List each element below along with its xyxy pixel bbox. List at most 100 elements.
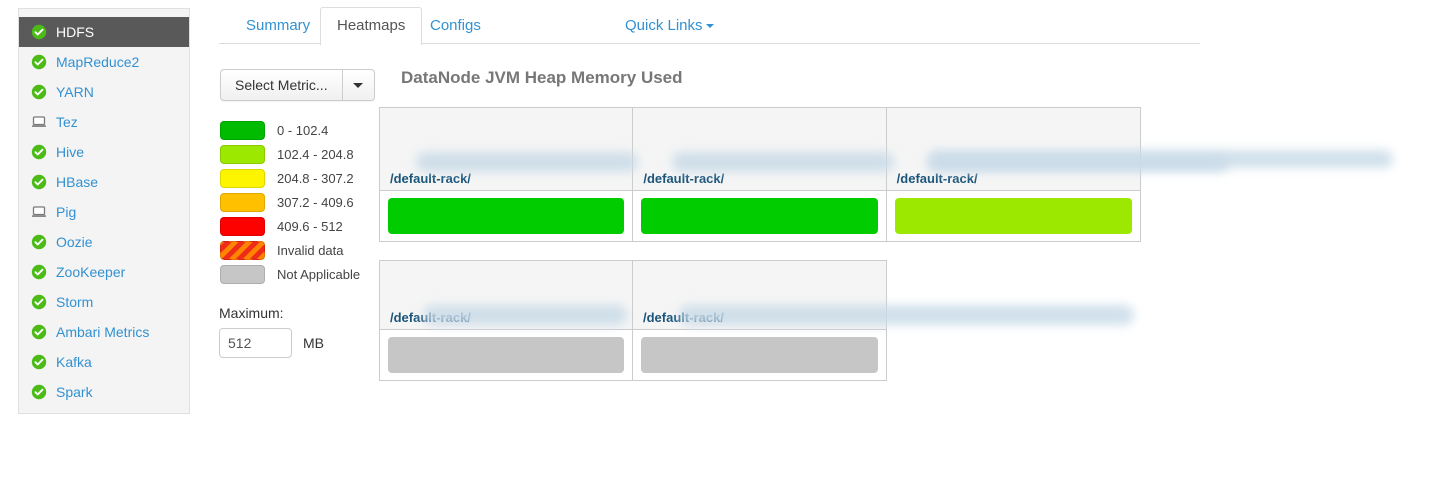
status-ok-icon — [31, 264, 47, 280]
legend-swatch — [220, 120, 265, 140]
sidebar-item-zookeeper[interactable]: ZooKeeper — [19, 257, 189, 287]
service-tabbar: Summary Heatmaps Configs Quick Links — [219, 7, 1200, 45]
host-usage-bar — [641, 336, 878, 373]
legend-entry: 102.4 - 204.8 — [220, 142, 360, 166]
host-tile[interactable]: /default-rack/ — [380, 108, 634, 241]
legend-label: Not Applicable — [277, 266, 361, 282]
heatmap-title: DataNode JVM Heap Memory Used — [401, 68, 683, 87]
sidebar-item-label: MapReduce2 — [56, 54, 140, 70]
sidebar-item-pig[interactable]: Pig — [19, 197, 189, 227]
host-name: /default-rack/ — [380, 261, 632, 330]
host-name: /default-rack/ — [380, 108, 633, 191]
host-name-text: /default-rack/ — [390, 171, 471, 186]
host-tile[interactable]: /default-rack/ — [886, 108, 1140, 241]
sidebar-item-hbase[interactable]: HBase — [19, 167, 189, 197]
legend-label: 307.2 - 409.6 — [277, 194, 354, 210]
sidebar-item-label: Spark — [56, 384, 93, 400]
maximum-unit: MB — [303, 335, 324, 351]
status-ok-icon — [31, 354, 47, 370]
legend-entry: 0 - 102.4 — [220, 118, 360, 142]
legend-entry: 204.8 - 307.2 — [220, 166, 360, 190]
tab-summary[interactable]: Summary — [246, 17, 311, 34]
sidebar-item-storm[interactable]: Storm — [19, 287, 189, 317]
status-ok-icon — [31, 324, 47, 340]
legend-label: 102.4 - 204.8 — [277, 146, 354, 162]
sidebar-item-label: Storm — [56, 294, 94, 310]
host-tile[interactable]: /default-rack/ — [633, 108, 887, 241]
sidebar-item-yarn[interactable]: YARN — [19, 77, 189, 107]
caret-down-icon — [705, 24, 714, 29]
status-ok-icon — [31, 24, 47, 40]
host-name: /default-rack/ — [633, 108, 886, 191]
sidebar-item-spark[interactable]: Spark — [19, 377, 189, 407]
legend-entry: 307.2 - 409.6 — [220, 190, 360, 214]
host-bar-wrap — [633, 191, 886, 241]
status-ok-icon — [31, 234, 47, 250]
legend-swatch — [220, 168, 265, 188]
host-tile[interactable]: /default-rack/ — [380, 261, 633, 380]
host-usage-bar — [894, 197, 1132, 234]
sidebar-item-hive[interactable]: Hive — [19, 137, 189, 167]
legend-entry: Invalid data — [220, 238, 360, 262]
status-ok-icon — [31, 144, 47, 160]
heatmap-legend: 0 - 102.4 102.4 - 204.8 204.8 - 307.2 30… — [220, 118, 360, 286]
sidebar-item-label: HBase — [56, 174, 99, 190]
sidebar-item-ambari-metrics[interactable]: Ambari Metrics — [19, 317, 189, 347]
sidebar-item-label: Ambari Metrics — [56, 324, 150, 340]
host-bar-wrap — [886, 191, 1140, 241]
legend-swatch — [220, 264, 265, 284]
host-name: /default-rack/ — [886, 108, 1140, 191]
sidebar-item-oozie[interactable]: Oozie — [19, 227, 189, 257]
client-monitor-icon — [31, 204, 47, 220]
host-bar-wrap — [380, 191, 633, 241]
sidebar-item-label: Tez — [56, 114, 78, 130]
host-name-text: /default-rack/ — [643, 171, 725, 186]
quick-links-dropdown[interactable]: Quick Links — [625, 7, 714, 44]
rack-group: /default-rack/ /default-rack/ — [379, 260, 887, 381]
sidebar-item-label: Pig — [56, 204, 77, 220]
select-metric-button[interactable]: Select Metric... — [220, 69, 375, 101]
legend-label: 204.8 - 307.2 — [277, 170, 354, 186]
legend-label: 0 - 102.4 — [277, 122, 329, 138]
host-usage-bar — [388, 197, 625, 234]
host-usage-bar — [388, 336, 624, 373]
quick-links-label: Quick Links — [625, 17, 703, 34]
legend-swatch — [220, 216, 265, 236]
host-tile[interactable]: /default-rack/ — [633, 261, 886, 380]
status-ok-icon — [31, 84, 47, 100]
caret-down-icon — [353, 82, 364, 88]
sidebar-item-label: Oozie — [56, 234, 93, 250]
status-ok-icon — [31, 54, 47, 70]
maximum-label: Maximum: — [219, 305, 284, 321]
tab-heatmaps[interactable]: Heatmaps — [320, 7, 423, 45]
status-ok-icon — [31, 294, 47, 310]
sidebar-item-mapreduce2[interactable]: MapReduce2 — [19, 47, 189, 77]
host-name-text: /default-rack/ — [643, 310, 724, 325]
sidebar-item-label: ZooKeeper — [56, 264, 126, 280]
sidebar-item-label: HDFS — [56, 24, 95, 40]
host-bar-wrap — [633, 330, 886, 380]
services-sidebar: HDFS MapReduce2 YARN Tez Hive — [18, 8, 190, 414]
sidebar-item-kafka[interactable]: Kafka — [19, 347, 189, 377]
sidebar-item-tez[interactable]: Tez — [19, 107, 189, 137]
legend-swatch — [220, 192, 265, 212]
maximum-input[interactable] — [219, 328, 292, 358]
select-metric-label: Select Metric... — [235, 77, 328, 93]
host-name: /default-rack/ — [633, 261, 886, 330]
status-ok-icon — [31, 384, 47, 400]
sidebar-item-label: Hive — [56, 144, 85, 160]
tab-configs[interactable]: Configs — [430, 17, 481, 34]
status-ok-icon — [31, 174, 47, 190]
legend-swatch — [220, 144, 265, 164]
sidebar-item-label: Kafka — [56, 354, 92, 370]
host-name-text: /default-rack/ — [896, 171, 978, 186]
legend-label: 409.6 - 512 — [277, 218, 343, 234]
service-content: Summary Heatmaps Configs Quick Links Sel… — [210, 0, 1430, 481]
legend-entry: 409.6 - 512 — [220, 214, 360, 238]
host-usage-bar — [641, 197, 878, 234]
sidebar-item-hdfs[interactable]: HDFS — [19, 17, 189, 47]
maximum-row: MB — [219, 328, 324, 358]
host-bar-wrap — [380, 330, 632, 380]
select-metric-dropdown-toggle[interactable] — [341, 70, 374, 100]
